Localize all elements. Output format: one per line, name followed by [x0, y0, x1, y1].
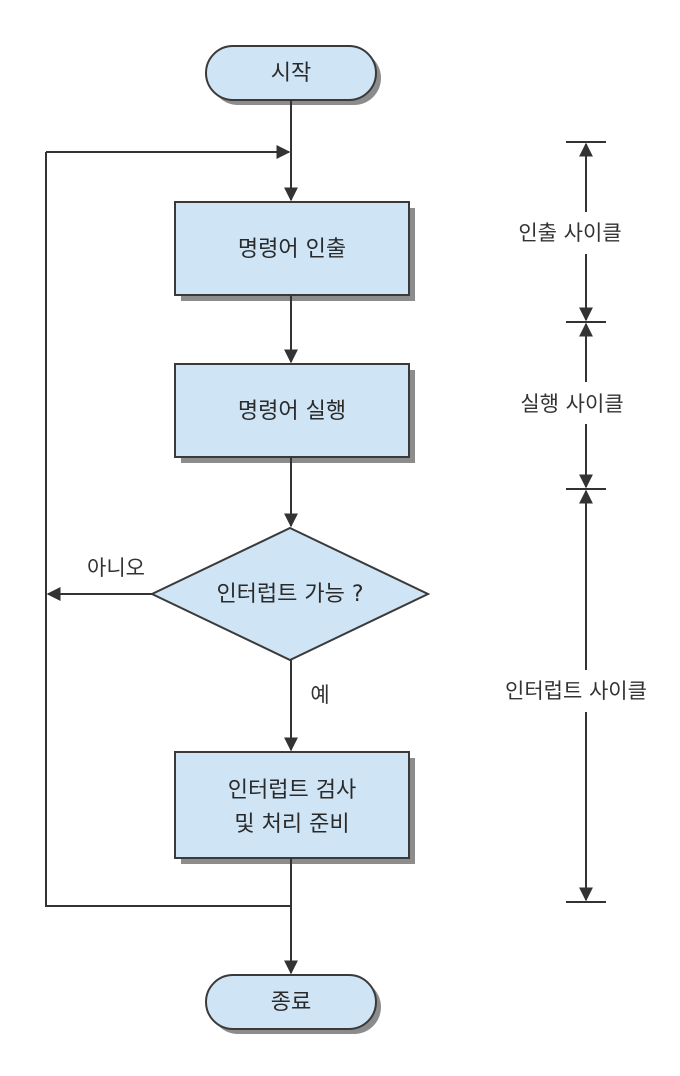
cycle-bracket: 인출 사이클 실행 사이클 인터럽트 사이클: [505, 141, 647, 903]
execute-cycle-label: 실행 사이클: [520, 392, 623, 416]
interrupt-node: 인터럽트 검사 및 처리 준비: [174, 751, 415, 864]
interrupt-cycle-label: 인터럽트 사이클: [505, 679, 647, 703]
start-node: 시작: [205, 45, 381, 105]
interrupt-label-line2: 및 처리 준비: [234, 812, 349, 837]
execute-label: 명령어 실행: [238, 399, 346, 424]
decision-node: 인터럽트 가능 ?: [149, 526, 431, 662]
execute-node: 명령어 실행: [174, 363, 415, 463]
start-label: 시작: [271, 61, 311, 86]
interrupt-label-line1: 인터럽트 검사: [228, 778, 356, 803]
fetch-node: 명령어 인출: [174, 201, 415, 301]
fetch-label: 명령어 인출: [238, 237, 346, 262]
end-label: 종료: [271, 990, 311, 1015]
edge-label-no: 아니오: [87, 556, 145, 580]
fetch-cycle-label: 인출 사이클: [518, 221, 621, 245]
loop-back-line: [45, 152, 291, 907]
edge-label-yes: 예: [310, 683, 329, 707]
end-node: 종료: [205, 974, 381, 1034]
decision-label: 인터럽트 가능 ?: [216, 582, 363, 607]
